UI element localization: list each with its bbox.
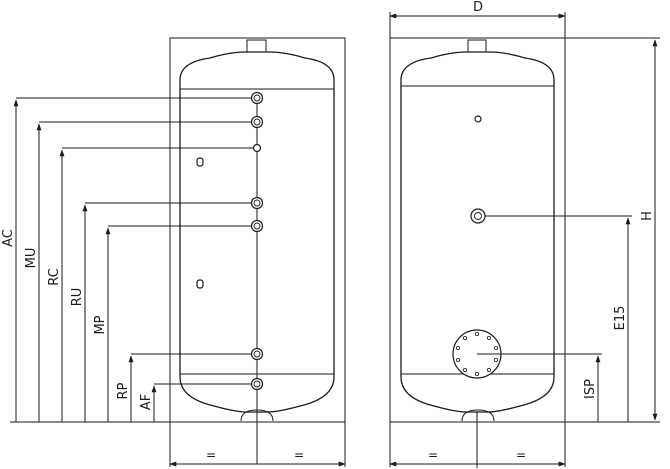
front-sensor-sleeve-upper: [196, 157, 204, 167]
dim-mp-label: MP: [93, 315, 108, 334]
front-top-nozzle: [246, 39, 267, 52]
side-equal-right: =: [516, 448, 526, 462]
dim-rc-label: RC: [47, 268, 62, 285]
front-equal-left: =: [206, 448, 216, 462]
front-port-rp: [250, 347, 264, 361]
side-tank-outline: [400, 51, 555, 413]
side-heater-port: [470, 208, 486, 224]
side-view: D H E15 ISP = =: [389, 0, 660, 468]
dim-af-label: AF: [139, 394, 154, 410]
dim-mu-line: [36, 121, 251, 422]
dim-mu-label: MU: [24, 248, 39, 269]
front-equal-right: =: [294, 448, 304, 462]
front-port-ac: [250, 91, 264, 105]
front-port-rc: [252, 143, 262, 153]
dim-e15-label: E15: [613, 306, 628, 331]
side-top-nozzle: [467, 39, 487, 52]
dim-rp-line: [128, 353, 251, 422]
side-bottom-foot: [461, 409, 495, 422]
dim-rp-label: RP: [116, 382, 131, 399]
dim-ac-label: AC: [1, 229, 16, 247]
side-equal-left: =: [428, 448, 438, 462]
dim-rc-line: [59, 147, 253, 422]
front-view: AC MU RC RU MP RP AF = =: [1, 37, 346, 467]
dim-isp-label: ISP: [583, 379, 598, 399]
front-tank-outline: [179, 51, 335, 413]
front-port-mp: [250, 219, 264, 233]
dim-h-label: H: [640, 211, 655, 221]
front-port-mu: [250, 115, 264, 129]
front-port-ru: [250, 196, 264, 210]
front-sensor-sleeve-lower: [196, 279, 204, 289]
dim-d-label: D: [473, 0, 483, 15]
dim-ru-line: [82, 202, 251, 422]
dim-mp-line: [105, 225, 251, 422]
dim-af-line: [151, 383, 251, 422]
front-port-af: [250, 377, 264, 391]
dim-ac-line: [13, 97, 251, 422]
dim-ru-label: RU: [70, 288, 85, 307]
side-small-port: [474, 115, 482, 123]
